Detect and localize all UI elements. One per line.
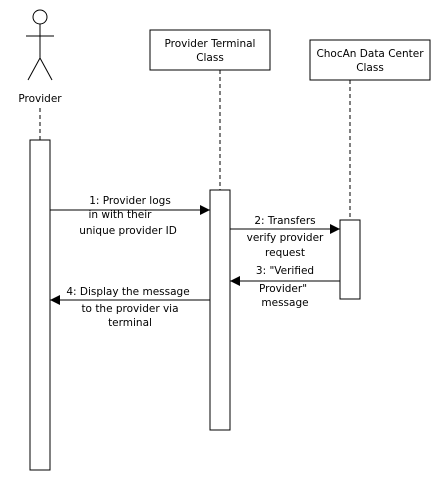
participant-box — [309, 39, 431, 81]
terminal-activation-bar — [209, 189, 231, 431]
message-2: 2: Transfers verify provider request — [230, 215, 340, 259]
message-label-line: verify provider — [247, 232, 324, 244]
provider-actor: Provider — [18, 9, 62, 105]
message-4: 4: Display the message to the provider v… — [50, 286, 210, 329]
message-label-line: 2: Transfers — [254, 215, 315, 227]
participant-label-line1: Provider Terminal — [165, 38, 256, 50]
message-1: 1: Provider logs in with their unique pr… — [50, 195, 210, 237]
message-label-line: 4: Display the message — [66, 286, 189, 298]
participant-label-line2: Class — [356, 62, 384, 74]
message-label-line: terminal — [108, 317, 152, 329]
message-label-line: in with their — [89, 209, 153, 221]
message-label-line: 1: Provider logs — [89, 195, 171, 207]
message-label-line: 3: "Verified — [256, 265, 314, 277]
message-label-line: unique provider ID — [79, 225, 177, 237]
message-label-line: to the provider via — [81, 303, 178, 315]
participant-terminal: Provider Terminal Class — [149, 29, 271, 71]
participant-box — [149, 29, 271, 71]
message-3: 3: "Verified Provider" message — [230, 265, 340, 309]
datacenter-activation-bar — [339, 219, 361, 300]
message-label-line: Provider" — [259, 283, 307, 295]
message-label-line: message — [261, 297, 308, 309]
provider-activation-bar — [29, 139, 51, 471]
participant-datacenter: ChocAn Data Center Class — [309, 39, 431, 81]
message-label-line: request — [265, 247, 305, 259]
participant-label-line2: Class — [196, 52, 224, 64]
actor-label: Provider — [18, 93, 62, 105]
actor-icon — [26, 9, 54, 81]
participant-label-line1: ChocAn Data Center — [316, 48, 424, 60]
